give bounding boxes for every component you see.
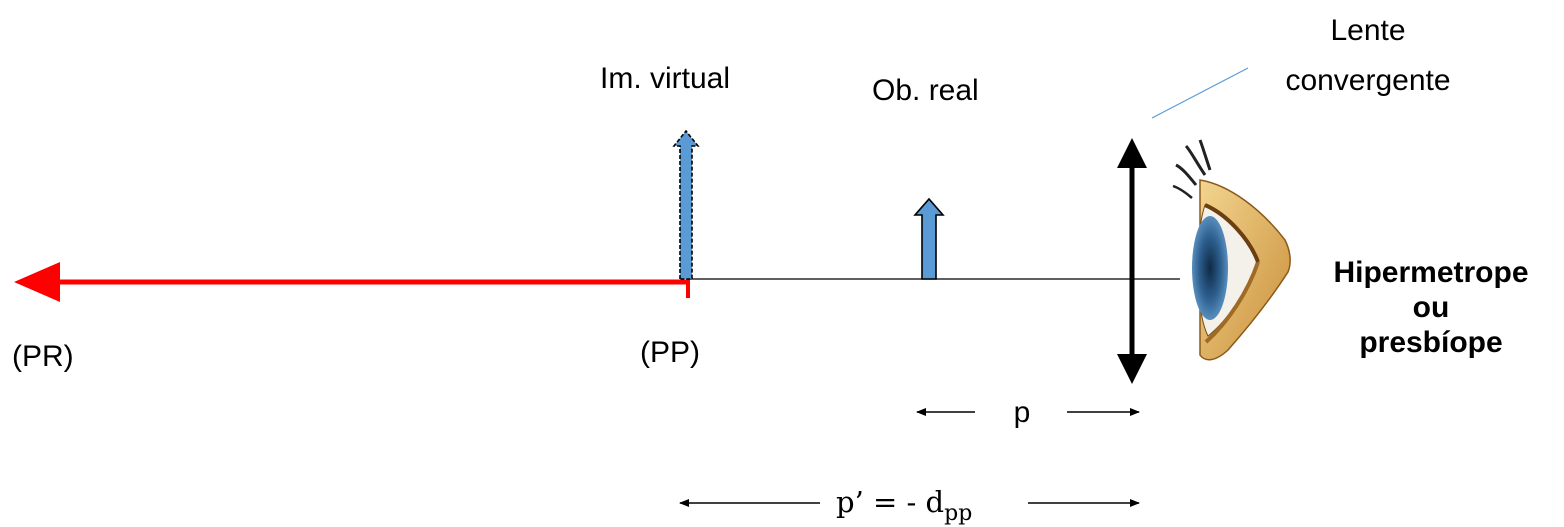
pp-label: (PP) (640, 336, 700, 369)
p-label: p (1014, 396, 1031, 429)
far-point-arrowhead (14, 262, 60, 302)
condition-label-line2: ou (1413, 291, 1450, 324)
converging-lens (1117, 138, 1147, 384)
p-prime-subscript: pp (944, 501, 972, 526)
lens-leader-line (1151, 67, 1249, 119)
far-point-ray (14, 262, 690, 302)
condition-label-line3: presbíope (1359, 326, 1502, 359)
lens-label-line2: convergente (1285, 64, 1450, 97)
virtual-image-arrow (672, 129, 700, 280)
pr-label: (PR) (12, 340, 74, 373)
eye-icon (1172, 139, 1291, 361)
object-label: Ob. real (872, 74, 979, 107)
image-label: Im. virtual (600, 62, 730, 95)
distance-p: p (916, 396, 1140, 429)
p-prime-label: p’ = - dpp (836, 485, 972, 526)
lens-label-line1: Lente (1330, 14, 1405, 47)
condition-label-line1: Hipermetrope (1333, 256, 1528, 289)
real-object-arrow (913, 197, 945, 280)
distance-p-prime: p’ = - dpp (679, 485, 1140, 526)
p-prime-prefix: p’ = - d (836, 485, 944, 519)
